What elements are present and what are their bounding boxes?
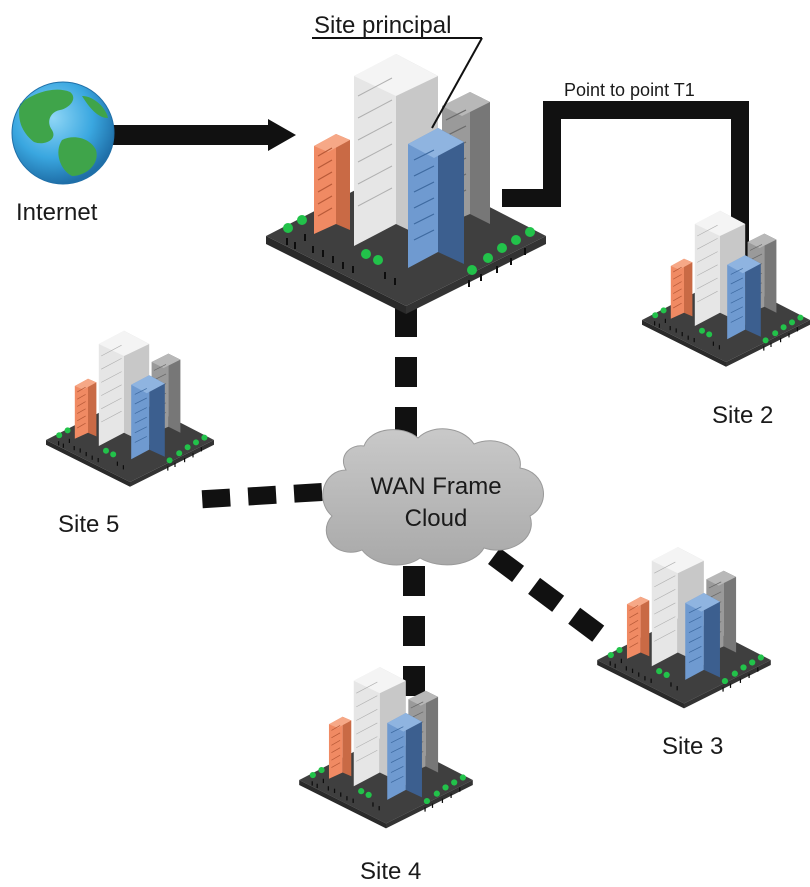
city-icon-site3 xyxy=(596,546,772,709)
site3-label: Site 3 xyxy=(662,733,723,760)
cloud-label-line2: Cloud xyxy=(405,505,468,532)
globe-icon xyxy=(11,81,115,185)
site-principal-label: Site principal xyxy=(314,12,451,39)
link-cloud-site5 xyxy=(189,483,323,509)
internet-arrow xyxy=(112,119,296,151)
link-cloud-site3 xyxy=(488,547,610,647)
cloud-label-line1: WAN Frame xyxy=(370,473,501,500)
city-icon-site4 xyxy=(298,666,474,829)
t1-link xyxy=(502,101,749,298)
site-principal-pointer xyxy=(431,37,483,129)
site4-label: Site 4 xyxy=(360,858,421,885)
city-icon-site5 xyxy=(45,330,215,488)
site2-label: Site 2 xyxy=(712,402,773,429)
city-icon-principal xyxy=(265,53,547,315)
cloud-icon xyxy=(322,428,544,566)
wan-links xyxy=(189,307,610,700)
point-to-point-label: Point to point T1 xyxy=(564,80,695,100)
site5-label: Site 5 xyxy=(58,511,119,538)
city-icon-site2 xyxy=(641,210,810,368)
internet-label: Internet xyxy=(16,199,98,226)
